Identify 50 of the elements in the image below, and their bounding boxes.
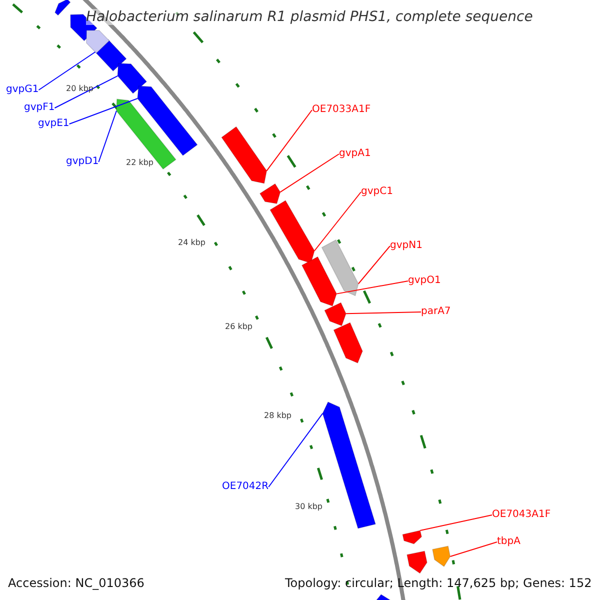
gene-segment xyxy=(117,62,148,94)
gene-label: gvpD1 xyxy=(66,156,99,168)
gene-label: gvpF1 xyxy=(24,102,55,114)
scale-label: 24 kbp xyxy=(178,238,206,248)
leader-line xyxy=(336,280,408,294)
gene-segment xyxy=(116,98,176,170)
gene-segment xyxy=(86,30,110,54)
leader-line xyxy=(54,75,118,108)
gene-segment xyxy=(324,302,346,326)
footer-text: Accession: NC_010366 xyxy=(8,576,144,590)
footer-text: Topology: circular; Length: 147,625 bp; Genes: 152 xyxy=(285,576,592,590)
leader-line xyxy=(420,514,492,531)
gene-segment xyxy=(221,126,268,184)
gene-segment xyxy=(54,0,71,16)
leader-line xyxy=(346,312,422,314)
gene-label: gvpO1 xyxy=(408,275,441,287)
leader-line xyxy=(314,192,362,252)
gene-label: parA7 xyxy=(421,306,451,318)
gene-segment xyxy=(322,401,376,529)
gene-segment xyxy=(137,86,198,156)
gene-segment xyxy=(432,546,451,568)
scale-label: 20 kbp xyxy=(66,84,94,94)
gene-label: gvpA1 xyxy=(339,148,371,160)
gene-segment xyxy=(259,183,281,204)
gene-segment xyxy=(270,200,315,264)
gene-segment xyxy=(301,256,338,307)
gene-label: gvpC1 xyxy=(361,186,393,198)
gene-label: gvpE1 xyxy=(38,118,70,130)
leader-line xyxy=(68,98,138,124)
gene-label: OE7033A1F xyxy=(312,104,371,116)
scale-label: 28 kbp xyxy=(264,411,292,421)
gene-label: gvpG1 xyxy=(6,84,39,96)
gene-segment xyxy=(406,550,428,574)
gene-segment xyxy=(321,239,359,296)
gene-label: OE7043A1F xyxy=(492,509,551,521)
leader-line xyxy=(450,542,498,557)
gene-segment xyxy=(333,322,363,364)
scale-label: 22 kbp xyxy=(126,158,154,168)
map-title: Halobacterium salinarum R1 plasmid PHS1, complete sequence xyxy=(86,9,533,25)
gene-label: OE7042R xyxy=(222,481,269,493)
scale-label: 26 kbp xyxy=(225,322,253,332)
leader-line xyxy=(266,110,312,172)
gene-label: gvpN1 xyxy=(390,240,422,252)
gene-segment xyxy=(402,530,422,544)
leader-line xyxy=(38,51,96,90)
leader-line xyxy=(98,110,117,162)
gene-label: tbpA xyxy=(497,536,520,548)
leader-line xyxy=(268,412,324,488)
leader-line xyxy=(358,246,390,284)
leader-line xyxy=(280,154,340,193)
